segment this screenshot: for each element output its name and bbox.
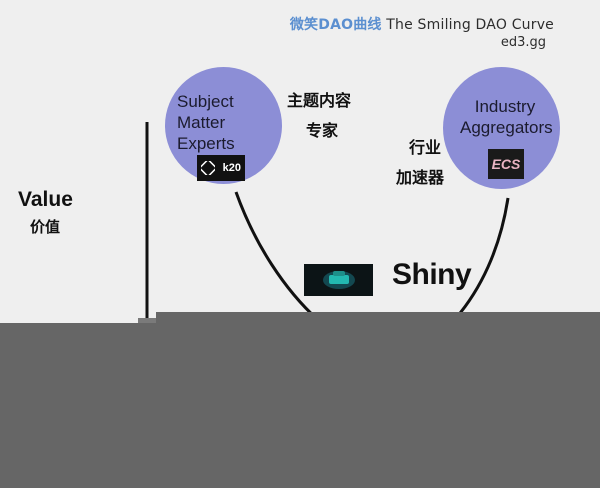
value-axis-label: Value — [18, 188, 73, 211]
ia-cn-line-1: 行业 — [409, 138, 442, 157]
shiny-brand-text: Shiny — [392, 258, 472, 291]
subject-matter-experts-circle: Subject Matter Experts k20 — [165, 67, 282, 184]
title-cn: 微笑DAO曲线 — [289, 17, 382, 33]
k20-logo: k20 — [197, 155, 245, 181]
diagram-title: 微笑DAO曲线 The Smiling DAO Curve — [290, 14, 554, 34]
site-label: ed3.gg — [500, 35, 546, 50]
glowing-logo-icon — [322, 271, 355, 289]
sme-line: Subject — [177, 92, 234, 111]
industry-aggregators-circle: Industry Aggregators ECS — [443, 67, 560, 189]
ia-line: Aggregators — [460, 118, 553, 137]
sme-label: Subject Matter Experts — [177, 91, 235, 154]
smile-curve-right — [454, 197, 510, 319]
smile-curve-left — [234, 191, 320, 322]
shiny-brand: Shiny — [392, 258, 472, 292]
k20-logo-text: k20 — [222, 162, 241, 174]
k20-logo-mark-icon — [201, 161, 215, 175]
ia-cn-line-2: 加速器 — [396, 168, 445, 187]
gray-overlay-block — [0, 323, 600, 488]
sme-line: Experts — [177, 134, 235, 153]
value-axis-label-cn: 价值 — [30, 218, 61, 236]
sme-cn-line-2: 专家 — [306, 121, 339, 140]
ia-label: Industry Aggregators — [460, 96, 553, 138]
sme-line: Matter — [177, 113, 226, 132]
overlay-notch — [138, 318, 158, 324]
overlay-top-strip — [156, 312, 600, 324]
ia-line: Industry — [474, 97, 536, 116]
sme-cn-line-1: 主题内容 — [287, 91, 352, 110]
center-dark-logo — [304, 264, 373, 296]
title-en: The Smiling DAO Curve — [386, 17, 554, 33]
ecs-logo: ECS — [488, 149, 524, 179]
